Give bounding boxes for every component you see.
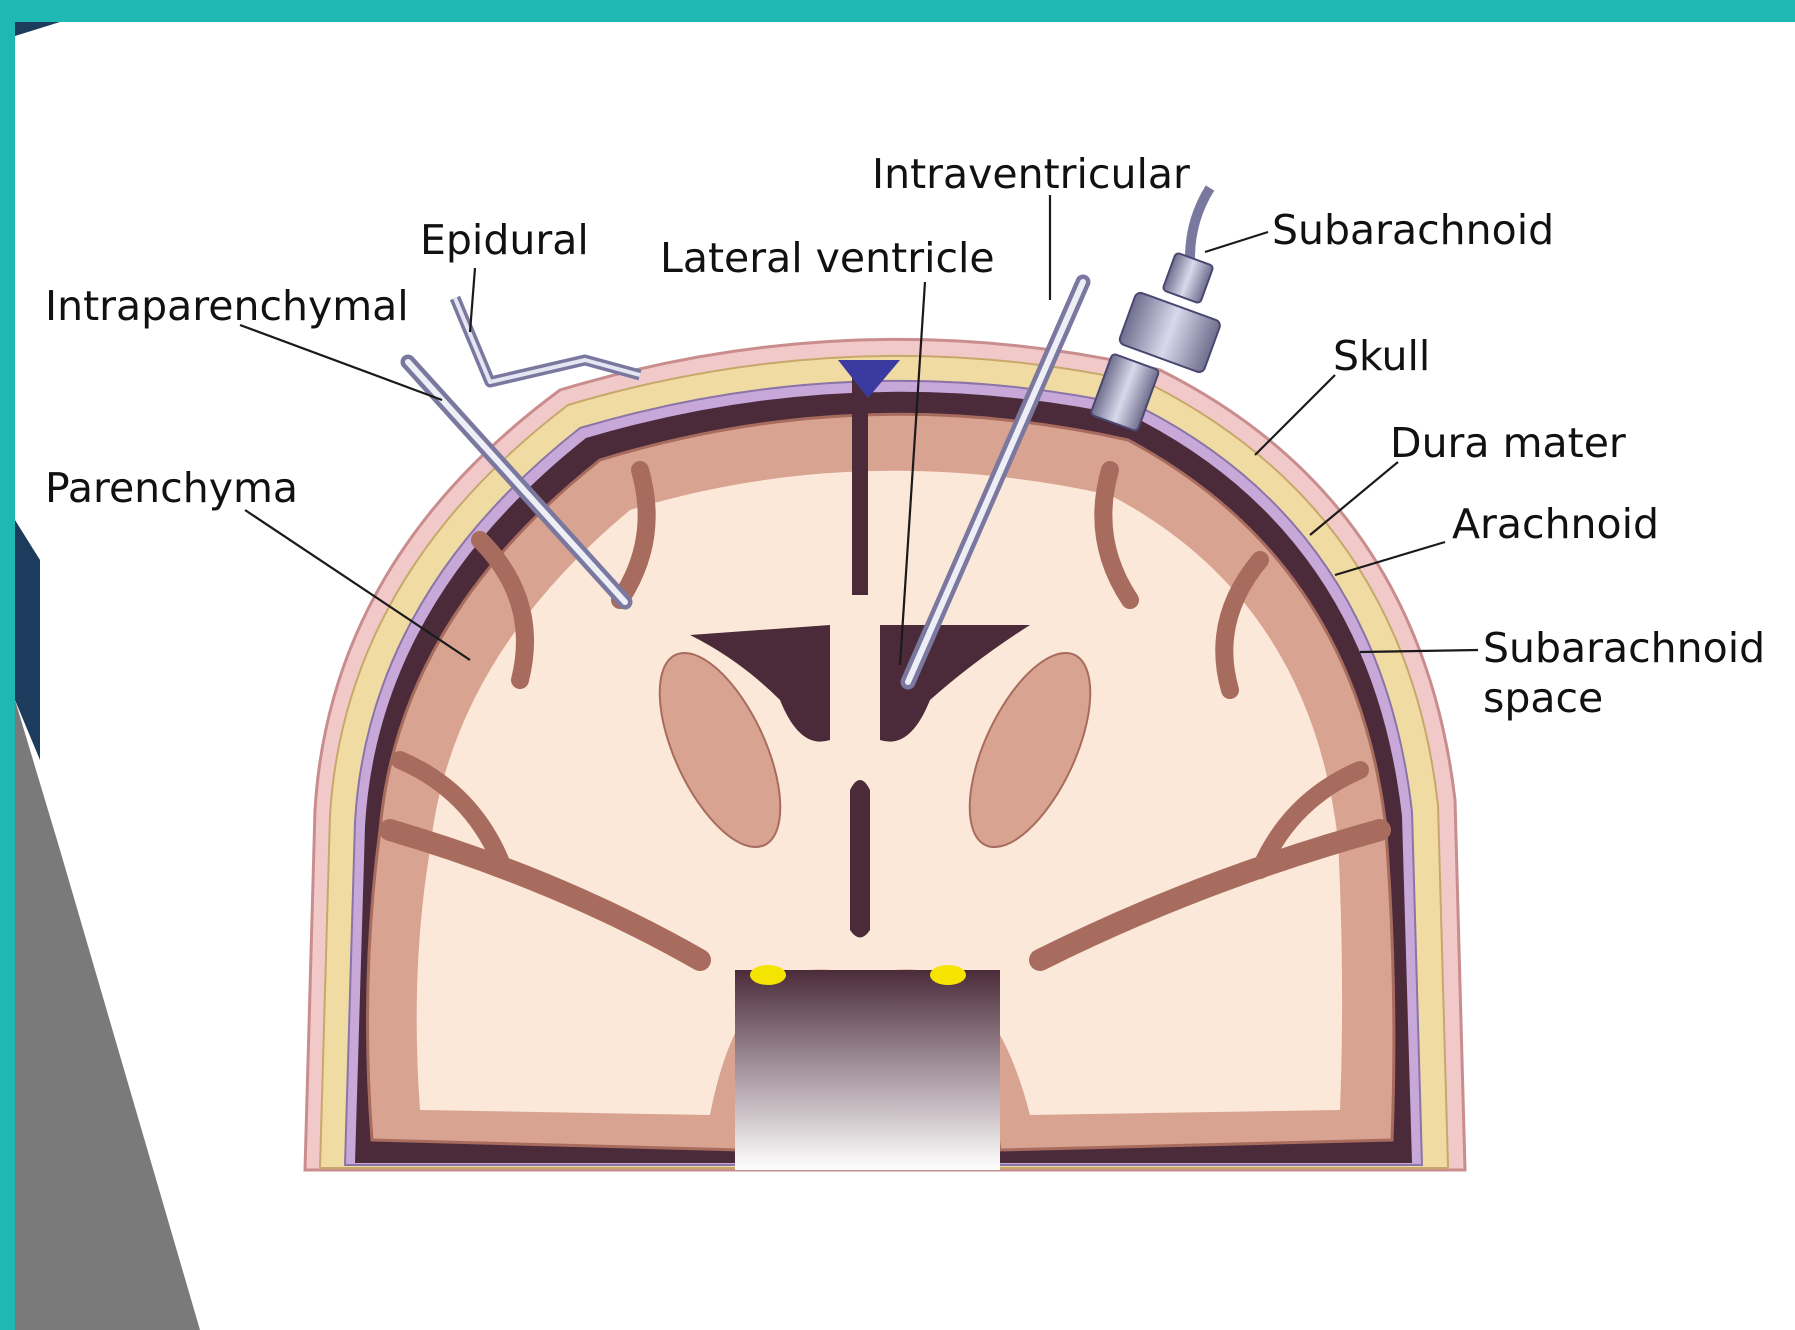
- label-subarachnoid-space-line2: space: [1483, 674, 1603, 722]
- third-ventricle: [850, 780, 870, 938]
- label-dura-mater: Dura mater: [1390, 419, 1626, 467]
- basal-cistern: [735, 970, 1000, 1170]
- label-subarachnoid-space-line1: Subarachnoid: [1483, 624, 1765, 672]
- optic-nerve-left: [750, 965, 786, 985]
- label-epidural: Epidural: [420, 216, 589, 264]
- label-intraventricular: Intraventricular: [872, 150, 1190, 198]
- optic-nerve-right: [930, 965, 966, 985]
- label-subarachnoid: Subarachnoid: [1272, 206, 1554, 254]
- brain-illustration: [305, 339, 1465, 1170]
- label-intraparenchymal: Intraparenchymal: [45, 282, 409, 330]
- label-skull: Skull: [1333, 332, 1430, 380]
- label-arachnoid: Arachnoid: [1452, 500, 1659, 548]
- label-lateral-ventricle: Lateral ventricle: [660, 234, 995, 282]
- label-parenchyma: Parenchyma: [45, 464, 298, 512]
